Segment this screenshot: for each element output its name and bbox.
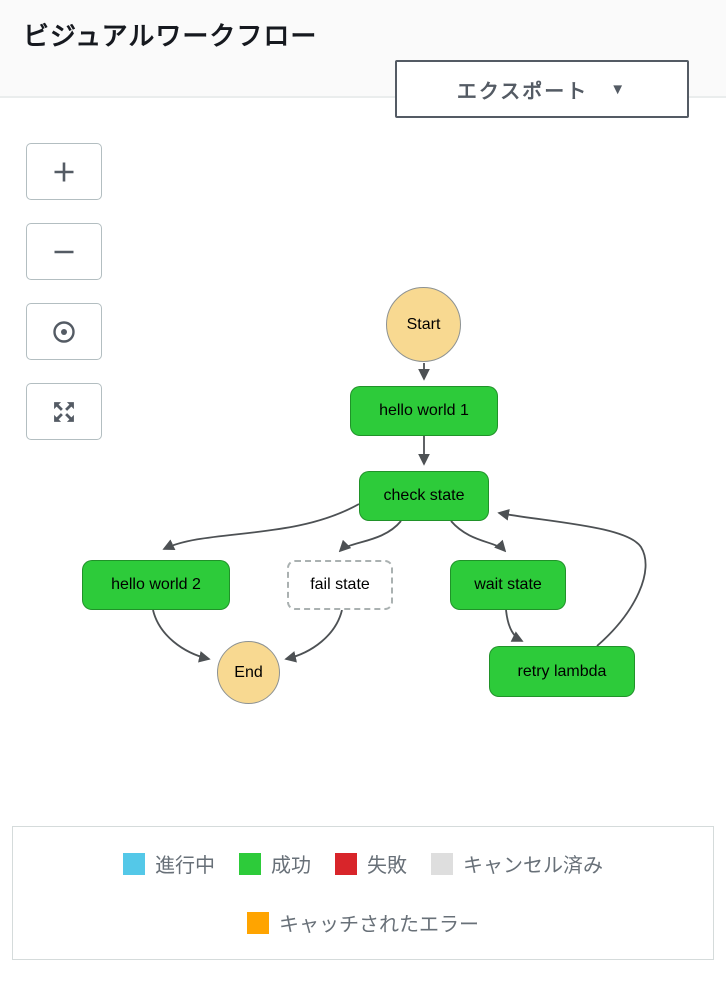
zoom-out-button[interactable] xyxy=(26,223,102,280)
export-button-label: エクスポート xyxy=(456,80,589,103)
edge-hello2-to-end xyxy=(152,609,211,663)
page-title: ビジュアルワークフロー xyxy=(23,21,318,51)
legend-label: キャンセル済み xyxy=(463,855,603,877)
legend-label: 失敗 xyxy=(367,855,407,877)
node-fail-state[interactable]: fail state xyxy=(287,560,393,610)
chevron-down-icon: ▼ xyxy=(610,80,628,98)
legend-row-1: 進行中 成功 失敗 キャンセル済み xyxy=(123,849,603,878)
panel-header: ビジュアルワークフロー xyxy=(0,0,726,98)
cancelled-swatch xyxy=(431,852,453,875)
node-end[interactable]: End xyxy=(217,641,280,704)
legend-label: キャッチされたエラー xyxy=(279,914,479,936)
minus-icon xyxy=(49,237,79,267)
legend-item-failed: 失敗 xyxy=(335,849,407,878)
legend-item-cancelled: キャンセル済み xyxy=(431,849,603,878)
legend-item-success: 成功 xyxy=(239,849,311,878)
center-dot-icon xyxy=(49,317,79,347)
node-hello-world-1[interactable]: hello world 1 xyxy=(350,386,498,436)
edge-check-to-wait xyxy=(450,520,507,553)
center-view-button[interactable] xyxy=(26,303,102,360)
status-legend: 進行中 成功 失敗 キャンセル済み キャッチされたエラー xyxy=(12,826,714,960)
in-progress-swatch xyxy=(123,852,145,875)
failed-swatch xyxy=(335,852,357,875)
legend-item-caught-error: キャッチされたエラー xyxy=(247,908,479,937)
node-start[interactable]: Start xyxy=(386,287,461,362)
edge-wait-to-retry xyxy=(505,609,524,642)
node-wait-state[interactable]: wait state xyxy=(450,560,566,610)
edge-check-to-hello2 xyxy=(162,503,360,551)
legend-label: 成功 xyxy=(271,855,311,877)
node-check-state[interactable]: check state xyxy=(359,471,489,521)
zoom-in-button[interactable] xyxy=(26,143,102,200)
legend-label: 進行中 xyxy=(155,855,215,877)
export-button[interactable]: エクスポート ▼ xyxy=(395,60,689,118)
caught-error-swatch xyxy=(247,911,269,934)
node-hello-world-2[interactable]: hello world 2 xyxy=(82,560,230,610)
legend-item-in-progress: 進行中 xyxy=(123,849,215,878)
fit-screen-icon-button[interactable] xyxy=(26,383,102,440)
legend-row-2: キャッチされたエラー xyxy=(247,908,479,937)
fit-screen-icon xyxy=(50,398,78,426)
plus-icon xyxy=(49,157,79,187)
edge-check-to-fail xyxy=(338,520,402,553)
node-retry-lambda[interactable]: retry lambda xyxy=(489,646,635,697)
edge-fail-to-end xyxy=(284,609,343,663)
success-swatch xyxy=(239,852,261,875)
